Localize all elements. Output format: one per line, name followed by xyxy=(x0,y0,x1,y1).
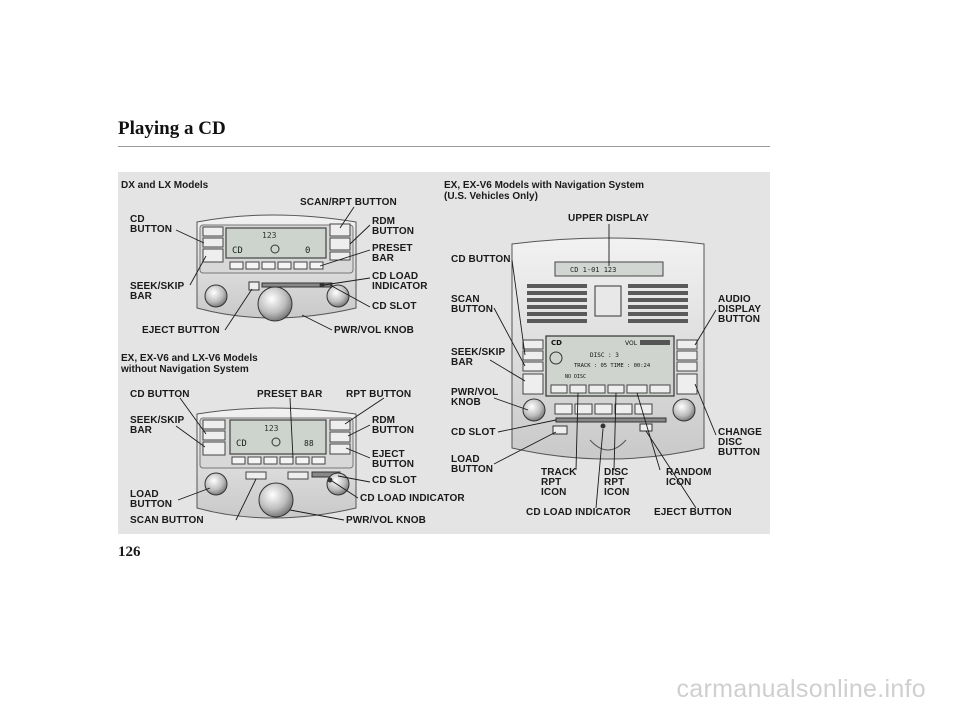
radio-c-disc: DISC : 3 xyxy=(590,352,619,359)
radio-b-load-button[interactable] xyxy=(204,472,228,496)
radio-c-audio-display-button[interactable] xyxy=(676,339,698,350)
radio-b-amfm-button[interactable] xyxy=(202,419,226,430)
label-b-cd-slot: CD SLOT xyxy=(372,475,417,486)
radio-b-seek-skip-bar[interactable] xyxy=(202,441,226,456)
radio-a-temp-knob[interactable] xyxy=(257,286,293,322)
radio-c-no-disc: NO DISC xyxy=(565,374,586,380)
radio-c-tabs[interactable] xyxy=(550,384,671,394)
radio-c-cd-load-indicator xyxy=(600,423,606,429)
label-c-change-disc: CHANGE DISC BUTTON xyxy=(718,427,762,458)
radio-c-upper-display-text: CD 1-01 123 xyxy=(570,266,616,274)
radio-b-rdm-button[interactable] xyxy=(329,431,351,443)
radio-c-pwr-vol-knob[interactable] xyxy=(522,398,546,422)
radio-a-eject-button[interactable] xyxy=(248,281,260,291)
label-c-seek-skip: SEEK/SKIP BAR xyxy=(451,347,506,368)
radio-c: CD 1-01 123 CD VOL DISC : 3 TRACK : 05 T… xyxy=(511,237,705,460)
label-b-pwr-vol: PWR/VOL KNOB xyxy=(346,515,426,526)
label-c-load: LOAD BUTTON xyxy=(451,454,494,475)
label-c-disc-rpt: DISC RPT ICON xyxy=(604,467,630,498)
page-title: Playing a CD xyxy=(118,118,226,139)
radio-c-scan-button[interactable] xyxy=(522,361,544,372)
label-a-cd-load-ind: CD LOAD INDICATOR xyxy=(372,271,428,292)
radio-c-load-button[interactable] xyxy=(552,425,568,435)
radio-b-cd-load-indicator xyxy=(327,477,333,483)
radio-a-num: 0 xyxy=(305,246,310,256)
label-b-scan: SCAN BUTTON xyxy=(130,515,204,526)
label-c-cd-load-ind: CD LOAD INDICATOR xyxy=(526,507,631,518)
label-b-cd-button: CD BUTTON xyxy=(130,389,190,400)
watermark: carmanualsonline.info xyxy=(676,675,926,703)
label-c-cd-button: CD BUTTON xyxy=(451,254,511,265)
radio-a-cd-button[interactable] xyxy=(202,237,224,248)
radio-c-seek-skip-bar[interactable] xyxy=(522,373,544,395)
radio-b: 123 CD 88 xyxy=(196,407,357,519)
radio-a-pwr-vol-knob[interactable] xyxy=(326,284,350,308)
section-dx-lx: DX and LX Models xyxy=(121,180,209,191)
label-b-cd-load-ind: CD LOAD INDICATOR xyxy=(360,493,465,504)
radio-b-scan-button[interactable] xyxy=(245,471,267,480)
radio-c-change-disc-button[interactable] xyxy=(676,373,698,395)
label-a-pwr-vol: PWR/VOL KNOB xyxy=(334,325,414,336)
radio-c-cd-slot xyxy=(555,417,667,423)
radio-c-screen-mode: CD xyxy=(551,339,562,347)
radio-c-amfm-button[interactable] xyxy=(522,339,544,350)
label-a-cd-button: CD BUTTON xyxy=(130,214,173,235)
radio-c-random-icon xyxy=(626,384,648,394)
radio-a-cd-slot xyxy=(261,282,333,288)
radio-a-cd-load-indicator xyxy=(319,282,325,288)
radio-b-mode: CD xyxy=(236,439,247,449)
label-c-pwr-vol: PWR/VOL KNOB xyxy=(451,387,499,408)
label-a-rdm: RDM BUTTON xyxy=(372,216,415,237)
radio-b-track: 123 xyxy=(264,424,279,433)
radio-a-seek-skip-bar[interactable] xyxy=(202,248,224,263)
leader-lines xyxy=(175,206,717,521)
label-c-audio-display: AUDIO DISPLAY BUTTON xyxy=(718,294,762,325)
radio-a: 123 CD 0 xyxy=(196,214,357,322)
label-a-cd-slot: CD SLOT xyxy=(372,301,417,312)
section-ex-with-nav: EX, EX-V6 Models with Navigation System … xyxy=(444,180,645,202)
label-c-random: RANDOM ICON xyxy=(666,467,712,488)
radio-c-eject-button[interactable] xyxy=(639,423,653,432)
label-c-cd-slot: CD SLOT xyxy=(451,427,496,438)
label-c-eject: EJECT BUTTON xyxy=(654,507,732,518)
title-divider xyxy=(118,146,770,147)
radio-a-track: 123 xyxy=(262,231,277,240)
label-b-rdm: RDM BUTTON xyxy=(372,415,415,436)
section-ex-without-nav: EX, EX-V6 and LX-V6 Models without Navig… xyxy=(121,353,258,375)
radio-a-fan-knob[interactable] xyxy=(204,284,228,308)
radio-b-num: 88 xyxy=(304,439,314,448)
radio-b-cd-button[interactable] xyxy=(202,430,226,441)
radio-b-preset-bar[interactable] xyxy=(231,456,326,465)
radio-a-amfm-button[interactable] xyxy=(202,226,224,237)
radio-c-track-rpt-icon xyxy=(569,384,587,394)
label-a-seek-skip: SEEK/SKIP BAR xyxy=(130,281,185,302)
label-a-preset: PRESET BAR xyxy=(372,243,413,264)
page-number: 126 xyxy=(118,544,141,560)
label-b-preset: PRESET BAR xyxy=(257,389,323,400)
radio-c-cd-button[interactable] xyxy=(522,350,544,361)
label-b-seek-skip: SEEK/SKIP BAR xyxy=(130,415,185,436)
label-b-rpt: RPT BUTTON xyxy=(346,389,412,400)
label-c-upper-display: UPPER DISPLAY xyxy=(568,213,649,224)
radio-b-eject-button[interactable] xyxy=(329,443,351,455)
radio-a-scan-rpt-button[interactable] xyxy=(329,223,351,237)
radio-a-rdm-button[interactable] xyxy=(329,237,351,251)
label-a-eject: EJECT BUTTON xyxy=(142,325,220,336)
radio-c-track: TRACK : 05 TIME : 00:24 xyxy=(574,363,651,369)
radio-a-mode: CD xyxy=(232,246,243,256)
label-c-track-rpt: TRACK RPT ICON xyxy=(541,467,577,498)
radio-b-rpt-button[interactable] xyxy=(329,419,351,431)
label-c-scan: SCAN BUTTON xyxy=(451,294,494,315)
radio-b-pwr-vol-knob[interactable] xyxy=(258,482,294,518)
label-b-load: LOAD BUTTON xyxy=(130,489,173,510)
label-b-eject: EJECT BUTTON xyxy=(372,449,415,470)
radio-c-screen-vol: VOL xyxy=(625,340,638,347)
radio-a-preset-bar[interactable] xyxy=(229,261,324,270)
label-a-scan-rpt: SCAN/RPT BUTTON xyxy=(300,197,397,208)
radio-c-disc-rpt-icon xyxy=(607,384,625,394)
